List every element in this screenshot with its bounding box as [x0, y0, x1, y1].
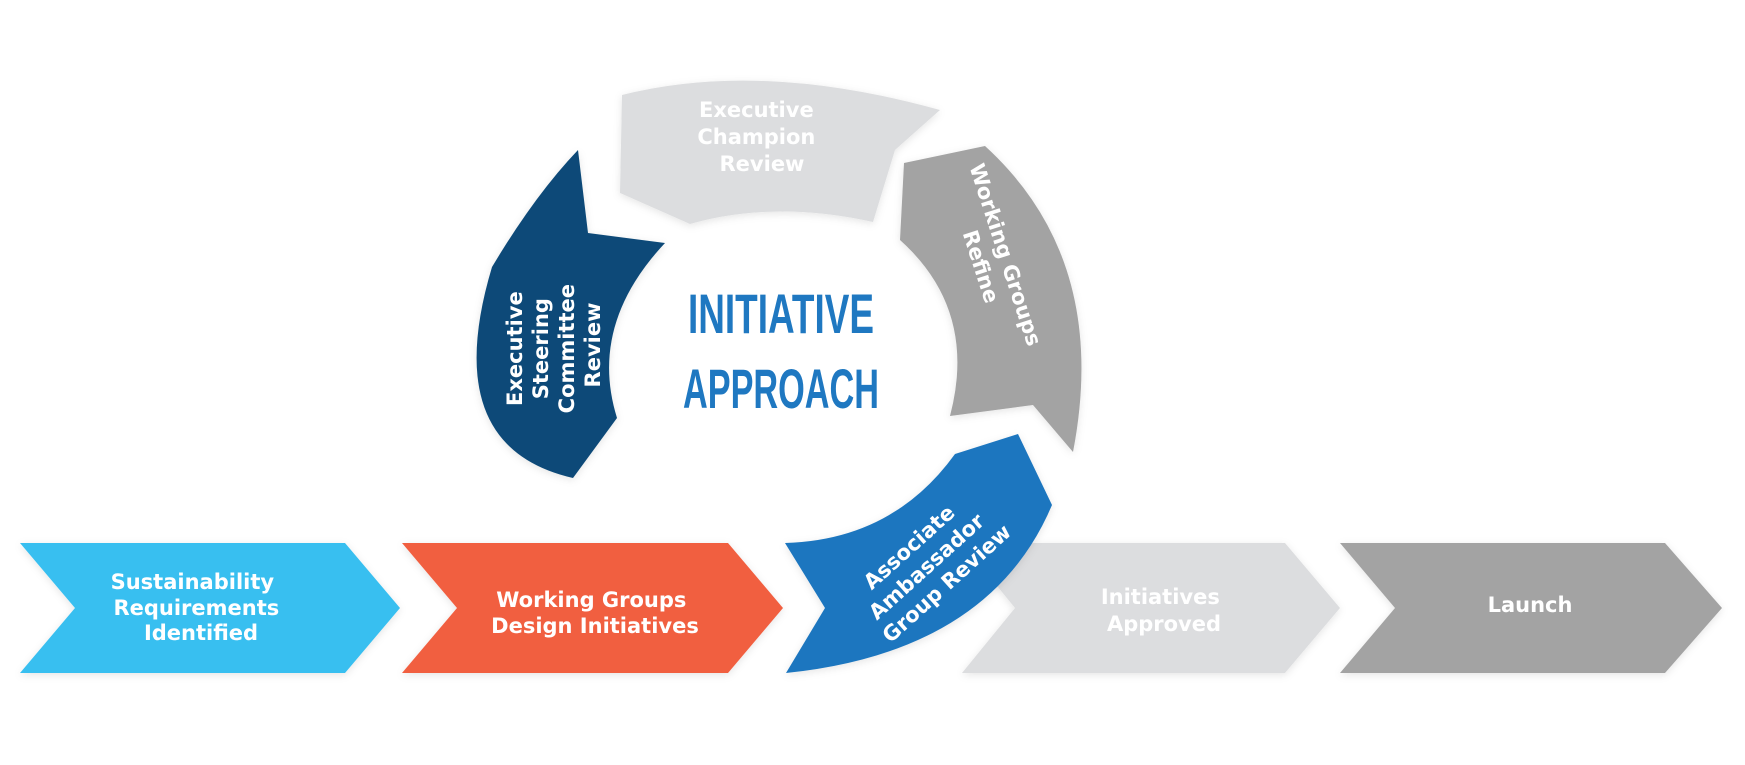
step-chevron-shape	[962, 543, 1340, 673]
title-line-2: APPROACH	[683, 357, 879, 420]
cycle-arrow-shape	[476, 150, 665, 478]
step-working-groups-design-initiatives: Working Groups Design Initiatives	[402, 543, 783, 673]
step-chevron-shape	[20, 543, 400, 673]
step-label: Initiatives Approved	[1101, 585, 1227, 636]
cycle-label: Executive Champion Review	[697, 98, 822, 176]
step-initiatives-approved: Initiatives Approved	[962, 543, 1340, 673]
step-chevron-shape	[1340, 543, 1722, 673]
cycle-arrow-shape	[620, 80, 940, 225]
cycle-segment-executive-steering-committee-review: Executive Steering Committee Review	[476, 150, 665, 478]
cycle-segment-executive-champion-review: Executive Champion Review	[620, 80, 940, 225]
cycle-label: Executive Steering Committee Review	[503, 277, 605, 414]
title-line-1: INITIATIVE	[688, 282, 874, 345]
step-label: Sustainability Requirements Identified	[111, 570, 287, 645]
cycle-arrow-shape	[900, 146, 1082, 452]
cycle-arrow-shape	[785, 434, 1052, 673]
step-sustainability-requirements-identified: Sustainability Requirements Identified	[20, 543, 400, 673]
step-label: Working Groups Design Initiatives	[491, 588, 699, 638]
cycle-center-title: INITIATIVE APPROACH	[683, 282, 879, 420]
step-label: Launch	[1488, 593, 1573, 617]
step-chevron-shape	[402, 543, 783, 673]
process-steps-row: Sustainability Requirements Identified W…	[20, 543, 1722, 673]
cycle-segment-working-groups-refine: Working Groups Refine	[900, 146, 1082, 452]
step-launch: Launch	[1340, 543, 1722, 673]
